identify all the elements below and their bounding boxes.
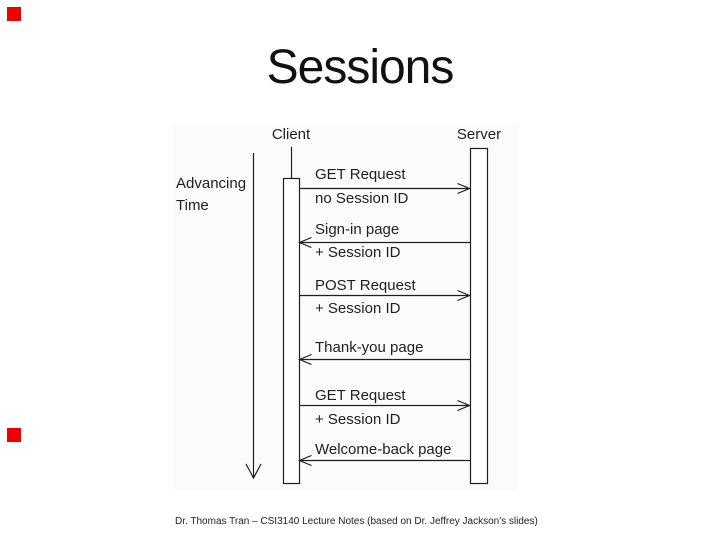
message-arrow-3	[299, 289, 472, 302]
message-2-label: Sign-in page	[315, 221, 400, 238]
message-5-label: GET Request	[315, 387, 406, 404]
advancing-time-label-line2: Time	[176, 197, 209, 214]
footer-credit: Dr. Thomas Tran – CSI3140 Lecture Notes …	[175, 516, 538, 527]
actor-label-server: Server	[456, 126, 502, 143]
message-6-label: Welcome-back page	[315, 441, 452, 458]
server-activation-bar	[469, 147, 489, 485]
client-activation-bar	[282, 177, 301, 485]
message-5-sublabel: + Session ID	[315, 411, 401, 428]
advancing-time-arrow	[245, 153, 262, 480]
message-arrow-5	[299, 399, 472, 412]
message-3-sublabel: + Session ID	[315, 300, 401, 317]
message-1-sublabel: no Session ID	[315, 190, 409, 207]
actor-label-client: Client	[271, 126, 311, 143]
sequence-diagram: Client Server Advancing Time GET Request…	[173, 125, 518, 490]
message-4-label: Thank-you page	[315, 339, 424, 356]
message-arrow-4	[297, 353, 470, 366]
message-arrow-6	[297, 454, 470, 467]
red-marker-bottom	[7, 428, 21, 442]
slide-title: Sessions	[266, 41, 455, 94]
message-3-label: POST Request	[315, 277, 416, 294]
message-arrow-2	[297, 236, 470, 249]
red-marker-top	[7, 7, 21, 21]
message-2-sublabel: + Session ID	[315, 244, 401, 261]
advancing-time-label-line1: Advancing	[176, 175, 247, 192]
message-arrow-1	[299, 182, 472, 195]
diagram-lines	[245, 147, 489, 485]
message-1-label: GET Request	[315, 166, 406, 183]
